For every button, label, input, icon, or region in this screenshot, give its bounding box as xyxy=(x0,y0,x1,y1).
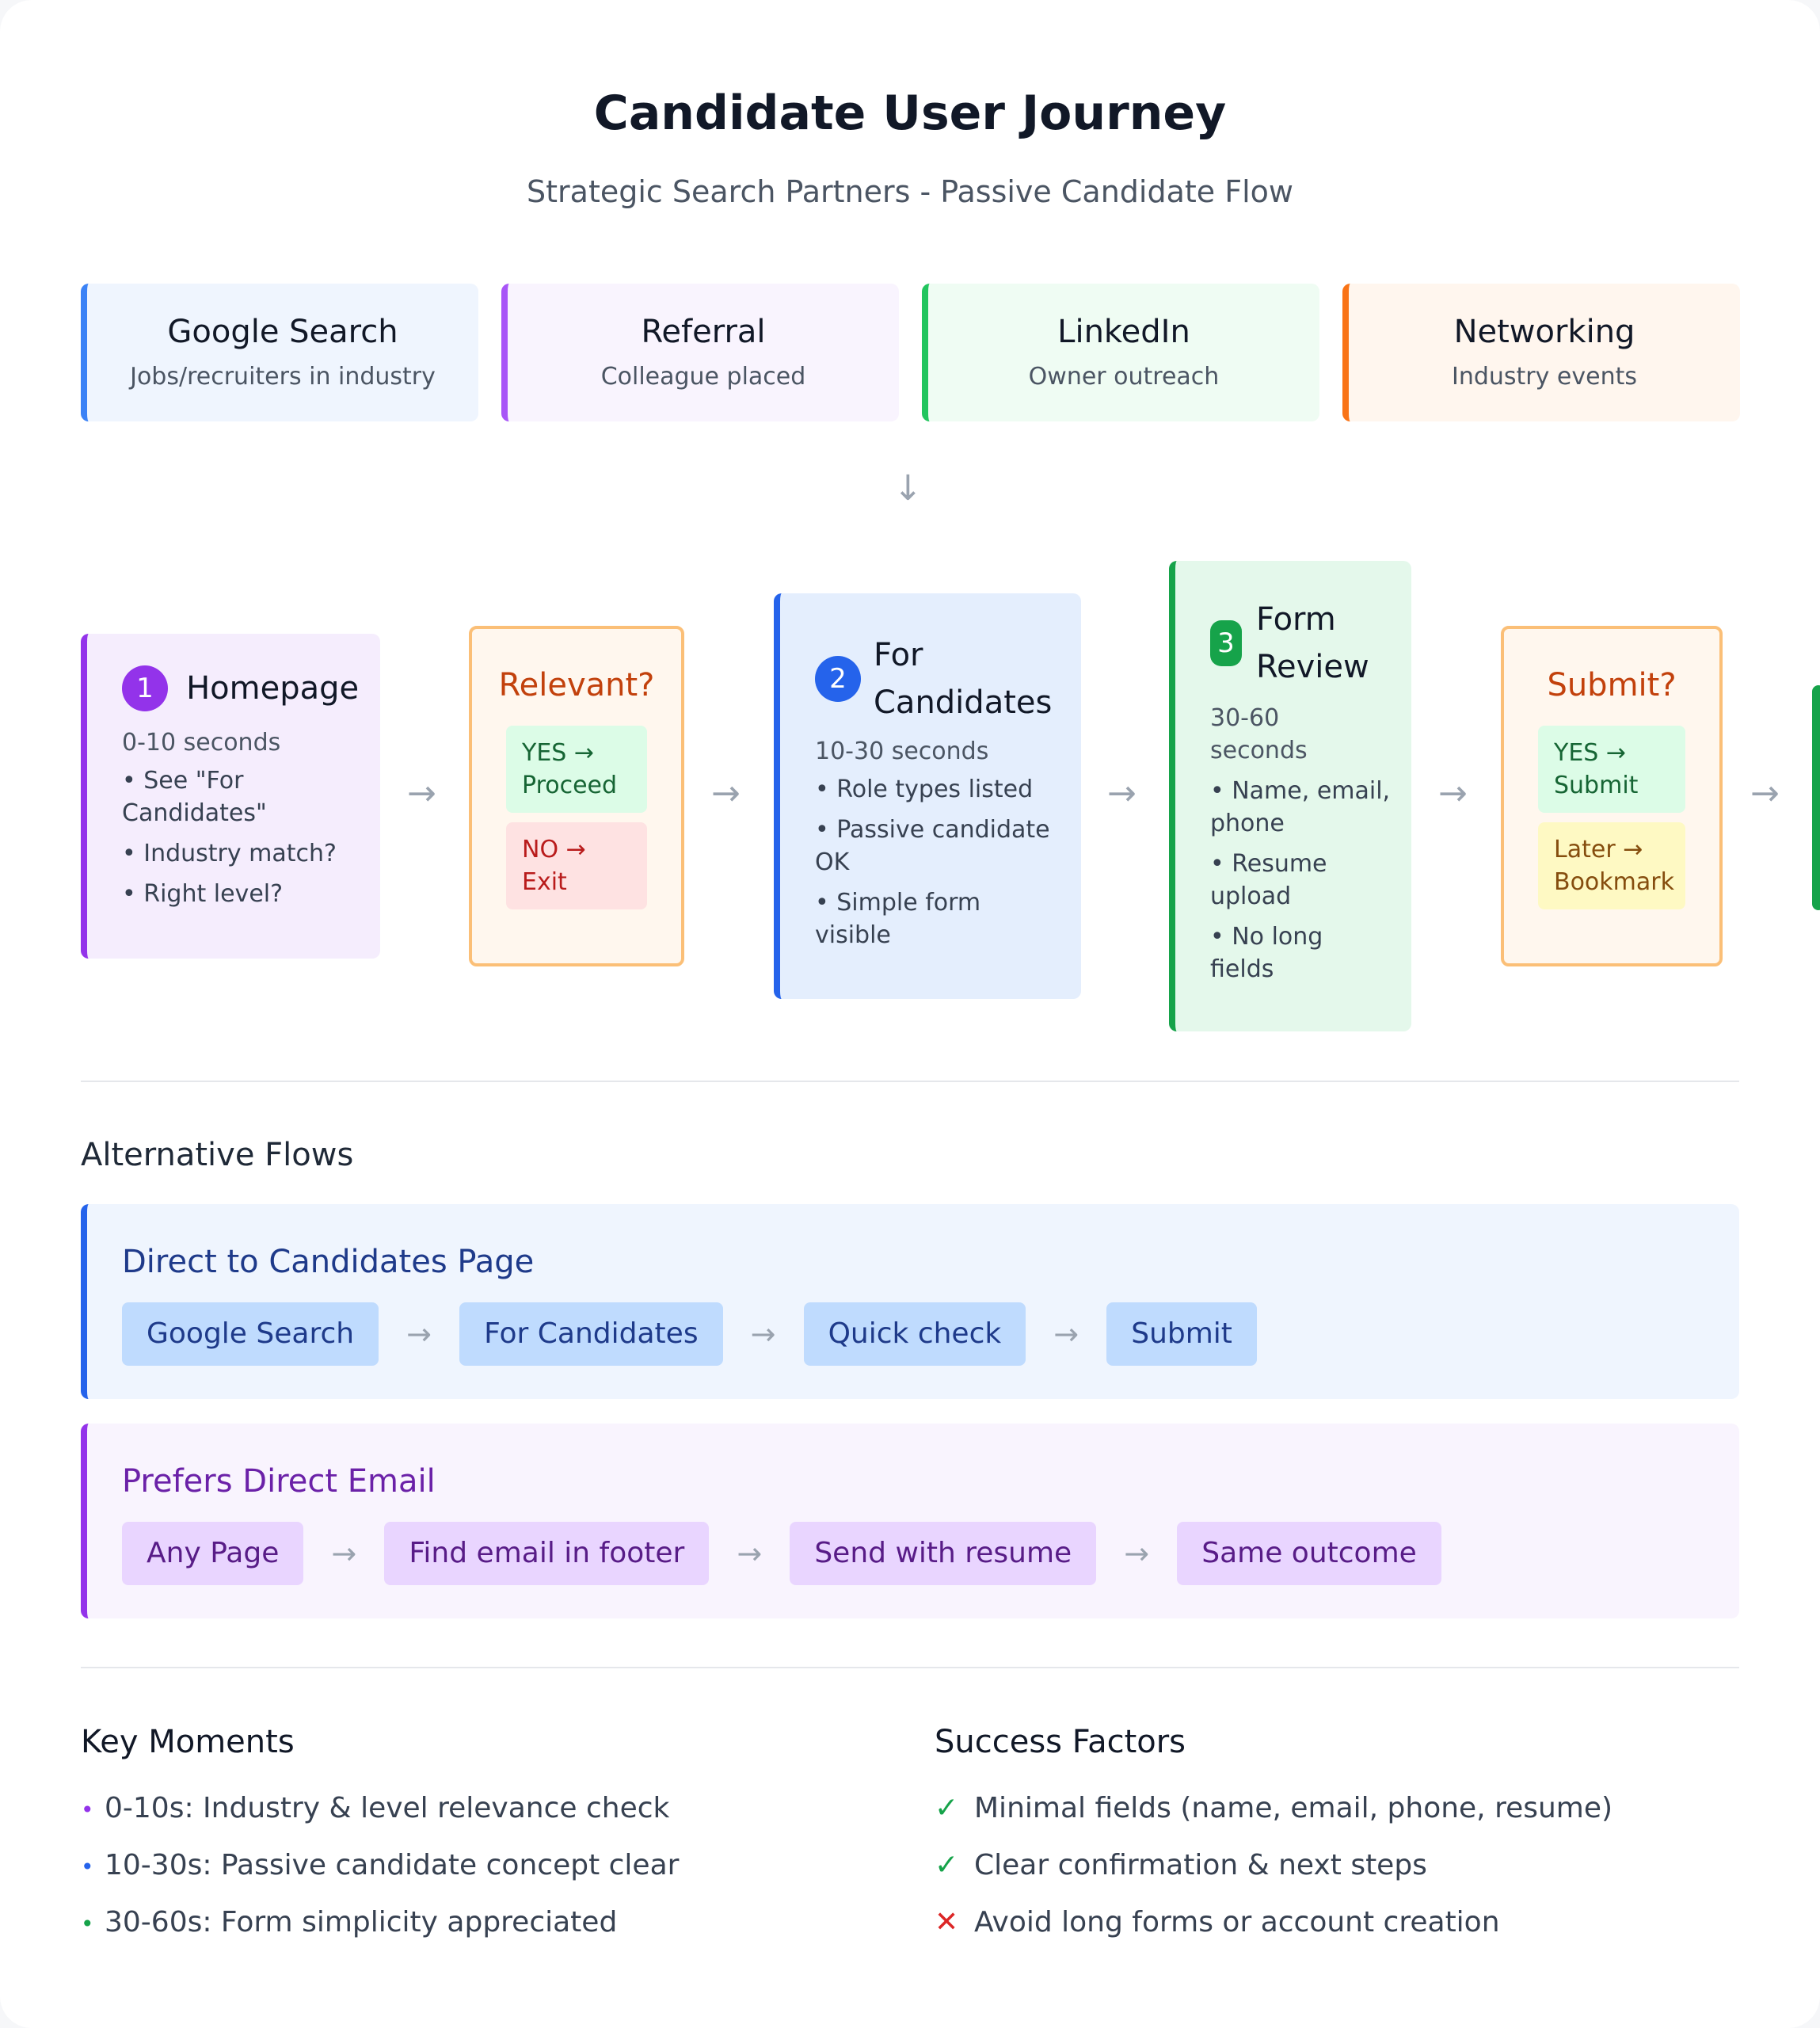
cross-icon: ✕ xyxy=(935,1906,959,1938)
alt-flow-prefers-direct-email: Prefers Direct Email Any Page → Find ema… xyxy=(81,1424,1739,1618)
flow-chip: Google Search xyxy=(122,1302,379,1366)
key-moment-text: 30-60s: Form simplicity appreciated xyxy=(105,1906,618,1938)
success-factor-item: ✓ Minimal fields (name, email, phone, res… xyxy=(935,1792,1612,1824)
flow-chip-outcome: Submit xyxy=(1106,1302,1257,1366)
source-subtitle: Colleague placed xyxy=(600,363,806,391)
source-title: Referral xyxy=(641,314,766,350)
arrow-down-icon: ↓ xyxy=(893,468,923,509)
flow-chip-outcome: Same outcome xyxy=(1177,1522,1441,1585)
decision-no-option: NO → Exit xyxy=(506,822,647,909)
flow-chip: Quick check xyxy=(803,1302,1026,1366)
source-subtitle: Jobs/recruiters in industry xyxy=(130,363,436,391)
arrow-right-icon: → xyxy=(1107,773,1137,814)
bullet-dot-icon: • xyxy=(81,1854,94,1880)
arrow-right-icon: → xyxy=(331,1536,357,1571)
arrow-right-icon: → xyxy=(407,773,436,814)
flow-chip: Any Page xyxy=(122,1522,304,1585)
step-bullet: Industry match? xyxy=(122,837,360,870)
step-number-badge: 3 xyxy=(1210,620,1242,666)
arrow-right-icon: → xyxy=(406,1317,432,1351)
decision-yes-option: YES → Proceed xyxy=(506,726,647,813)
section-title-success-factors: Success Factors xyxy=(935,1724,1186,1760)
step-bullet: No long fields xyxy=(1210,921,1392,985)
source-card-google-search: Google Search Jobs/recruiters in industr… xyxy=(81,284,478,421)
step-time: 10-30 seconds xyxy=(815,738,989,765)
step-card-form-review: 3 Form Review 30-60 seconds Name, email,… xyxy=(1169,561,1411,1031)
alt-flow-title: Direct to Candidates Page xyxy=(122,1244,535,1280)
alt-flow-direct-to-candidates: Direct to Candidates Page Google Search … xyxy=(81,1204,1739,1399)
step-bullet: See "For Candidates" xyxy=(122,764,360,829)
source-card-linkedin: LinkedIn Owner outreach xyxy=(922,284,1319,421)
step-bullet: Passive candidate OK xyxy=(815,814,1053,879)
step-number-badge: 2 xyxy=(815,656,861,702)
next-step-card-edge xyxy=(1812,685,1820,910)
flow-chip: Send with resume xyxy=(790,1522,1097,1585)
decision-question: Submit? xyxy=(1547,667,1677,703)
step-card-for-candidates: 2 For Candidates 10-30 seconds Role type… xyxy=(774,593,1081,999)
success-factor-item: ✕ Avoid long forms or account creation xyxy=(935,1906,1500,1938)
decision-later-option: Later → Bookmark xyxy=(1538,822,1685,909)
step-number-badge: 1 xyxy=(122,665,168,711)
page-title: Candidate User Journey xyxy=(593,86,1227,141)
source-title: LinkedIn xyxy=(1057,314,1190,350)
source-subtitle: Industry events xyxy=(1451,363,1637,391)
decision-question: Relevant? xyxy=(498,667,655,703)
section-title-key-moments: Key Moments xyxy=(81,1724,295,1760)
key-moment-text: 10-30s: Passive candidate concept clear xyxy=(105,1849,680,1881)
divider xyxy=(81,1667,1739,1668)
key-moment-item: • 10-30s: Passive candidate concept clear xyxy=(81,1849,679,1881)
decision-relevant: Relevant? YES → Proceed NO → Exit xyxy=(469,626,684,966)
bullet-dot-icon: • xyxy=(81,1797,94,1823)
step-title: Homepage xyxy=(186,670,360,707)
arrow-right-icon: → xyxy=(750,1317,776,1351)
key-moment-item: • 0-10s: Industry & level relevance check xyxy=(81,1792,669,1824)
source-card-networking: Networking Industry events xyxy=(1342,284,1740,421)
source-card-referral: Referral Colleague placed xyxy=(501,284,899,421)
flow-chip: For Candidates xyxy=(459,1302,723,1366)
success-factor-text: Clear confirmation & next steps xyxy=(974,1849,1427,1881)
arrow-right-icon: → xyxy=(1438,773,1468,814)
step-bullet: Resume upload xyxy=(1210,848,1392,913)
arrow-right-icon: → xyxy=(737,1536,763,1571)
flow-chip: Find email in footer xyxy=(384,1522,710,1585)
arrow-right-icon: → xyxy=(1053,1317,1079,1351)
success-factor-text: Minimal fields (name, email, phone, resu… xyxy=(974,1792,1613,1824)
key-moment-text: 0-10s: Industry & level relevance check xyxy=(105,1792,670,1824)
decision-submit: Submit? YES → Submit Later → Bookmark xyxy=(1501,626,1723,966)
arrow-right-icon: → xyxy=(1124,1536,1150,1571)
step-bullet: Simple form visible xyxy=(815,886,1053,951)
step-card-homepage: 1 Homepage 0-10 seconds See "For Candida… xyxy=(81,634,380,959)
step-time: 0-10 seconds xyxy=(122,729,281,757)
source-title: Networking xyxy=(1453,314,1635,350)
source-subtitle: Owner outreach xyxy=(1028,363,1220,391)
source-title: Google Search xyxy=(167,314,398,350)
divider xyxy=(81,1081,1739,1082)
page-subtitle: Strategic Search Partners - Passive Cand… xyxy=(527,174,1293,209)
success-factor-text: Avoid long forms or account creation xyxy=(974,1906,1500,1938)
step-bullet: Role types listed xyxy=(815,773,1053,806)
step-time: 30-60 seconds xyxy=(1210,704,1308,764)
key-moment-item: • 30-60s: Form simplicity appreciated xyxy=(81,1906,617,1938)
decision-yes-option: YES → Submit xyxy=(1538,726,1685,813)
step-bullet: Right level? xyxy=(122,878,360,910)
success-factor-item: ✓ Clear confirmation & next steps xyxy=(935,1849,1427,1881)
arrow-right-icon: → xyxy=(1750,773,1780,814)
section-title-alternative-flows: Alternative Flows xyxy=(81,1137,354,1173)
step-title: For Candidates xyxy=(874,637,1053,721)
arrow-right-icon: → xyxy=(711,773,741,814)
bullet-dot-icon: • xyxy=(81,1911,94,1937)
step-bullet: Name, email, phone xyxy=(1210,775,1392,840)
check-icon: ✓ xyxy=(935,1849,959,1881)
check-icon: ✓ xyxy=(935,1792,959,1824)
alt-flow-title: Prefers Direct Email xyxy=(122,1463,436,1500)
step-title: Form Review xyxy=(1256,601,1369,685)
